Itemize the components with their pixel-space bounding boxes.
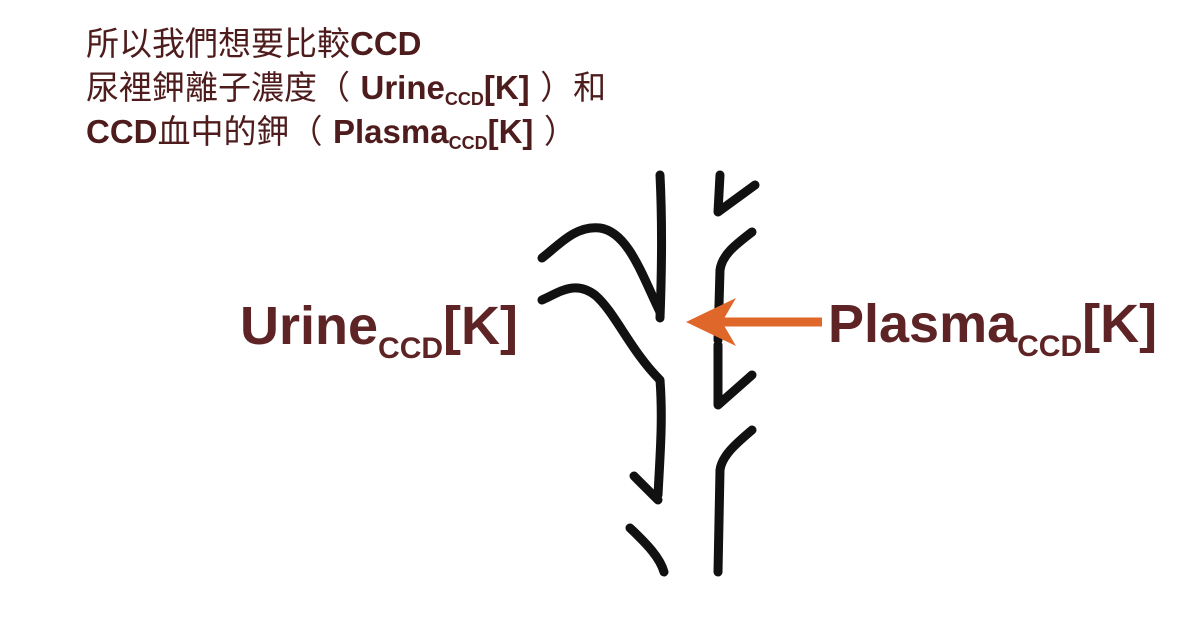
tubule-upper-wave: [537, 223, 665, 317]
urine-ccd-label: UrineCCD[K]: [240, 296, 519, 364]
heading-line-2-text: 尿裡鉀離子濃度（: [86, 68, 361, 107]
tubule-center-line: [655, 170, 666, 323]
heading-line-3-var-main: Plasma: [333, 113, 449, 150]
heading-line-3-text: 血中的鉀（: [157, 112, 333, 151]
plasma-ccd-label: PlasmaCCD[K]: [828, 294, 1158, 362]
heading-line-3-bracket: [K]: [487, 113, 534, 150]
arrow-plasma-to-urine: [686, 298, 822, 346]
heading-line-3-bold: CCD: [86, 113, 158, 150]
heading-line-2-var-sub: CCD: [444, 89, 484, 109]
collecting-duct-wall-2: [713, 227, 757, 345]
urine-label-sub: CCD: [378, 332, 444, 365]
heading-line-2-var: UrineCCD[K]: [360, 69, 530, 109]
tubule-down-arrow: [629, 471, 663, 505]
collecting-duct-wall-1: [713, 170, 760, 217]
urine-label-bracket: [K]: [443, 296, 519, 356]
heading-line-2-tail: ）和: [529, 68, 607, 107]
plasma-label-main: Plasma: [828, 294, 1018, 354]
tubule-bottom-curve: [625, 523, 669, 577]
heading-line-3: CCD血中的鉀（ PlasmaCCD[K] ）: [86, 110, 786, 154]
plasma-label-bracket: [K]: [1082, 294, 1158, 354]
tubule-left-wall: [537, 283, 666, 500]
heading-line-1: 所以我們想要比較CCD: [86, 22, 786, 66]
heading-line-1-text: 所以我們想要比較: [86, 24, 350, 63]
collecting-duct-wall-3: [713, 340, 757, 410]
collecting-duct-wall-4: [713, 425, 757, 577]
plasma-label-sub: CCD: [1017, 330, 1083, 363]
heading-line-3-tail: ）: [533, 112, 577, 151]
heading-line-2: 尿裡鉀離子濃度（ UrineCCD[K] ）和: [86, 66, 786, 110]
heading-line-3-var-sub: CCD: [448, 133, 488, 153]
urine-label-main: Urine: [240, 296, 379, 356]
heading-line-3-var: PlasmaCCD[K]: [333, 113, 534, 153]
heading: 所以我們想要比較CCD 尿裡鉀離子濃度（ UrineCCD[K] ）和 CCD血…: [86, 22, 786, 154]
heading-line-2-bracket: [K]: [483, 69, 530, 106]
heading-line-2-var-main: Urine: [360, 69, 445, 106]
heading-line-1-bold: CCD: [350, 25, 422, 62]
